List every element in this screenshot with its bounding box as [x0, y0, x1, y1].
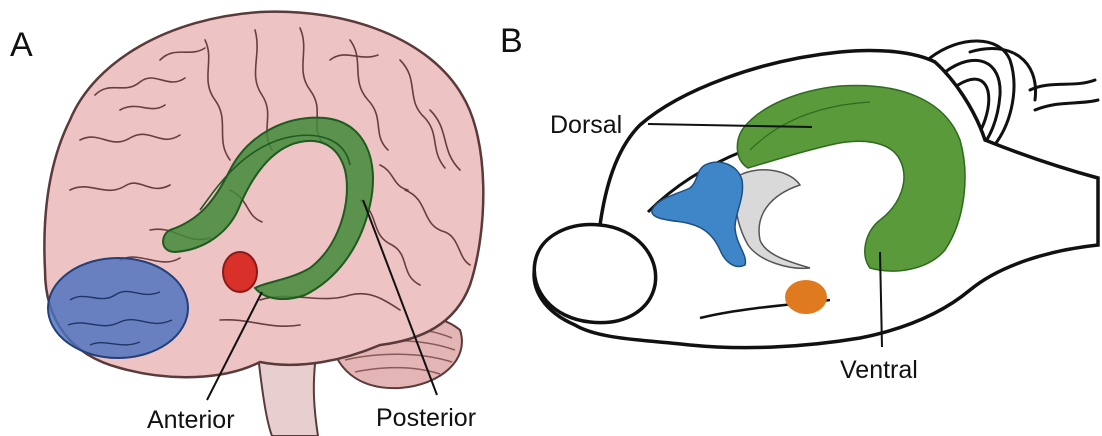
panel-b-letter: B: [500, 22, 523, 60]
amygdala-human: [223, 252, 257, 292]
posterior-label: Posterior: [376, 404, 476, 432]
dorsal-label: Dorsal: [550, 111, 622, 139]
olfactory-bulb: [534, 225, 655, 323]
brainstem: [258, 355, 318, 436]
panel-b: B Dorsal Ventral: [500, 22, 1098, 384]
amygdala-rodent: [785, 280, 827, 314]
panel-a: A: [10, 12, 483, 436]
anterior-label: Anterior: [147, 406, 235, 434]
ventral-label: Ventral: [840, 356, 918, 384]
prefrontal-region: [48, 258, 188, 358]
panel-a-letter: A: [10, 26, 33, 64]
